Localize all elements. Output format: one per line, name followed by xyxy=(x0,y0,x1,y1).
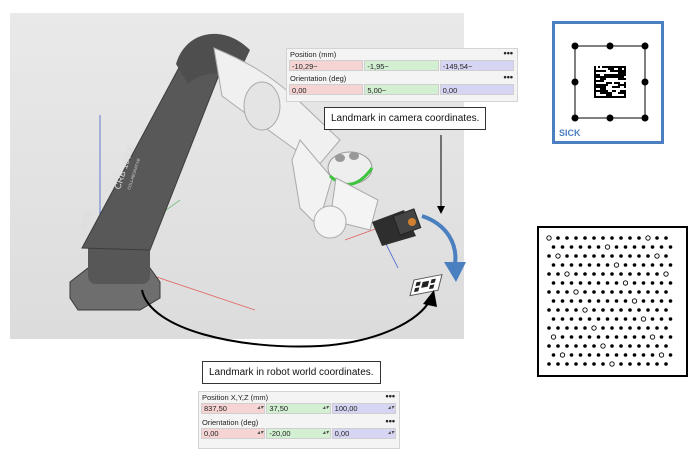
camera-position-menu-button[interactable]: ••• xyxy=(503,48,513,58)
robot-position-label: Position X,Y,Z (mm) xyxy=(202,393,269,402)
robot-position-x-stepper[interactable]: 837,50▴▾ xyxy=(201,403,266,414)
datamatrix-target-graphic: SICK xyxy=(559,42,649,138)
stepper-arrows-icon: ▴▾ xyxy=(387,405,394,411)
datamatrix-code xyxy=(594,66,626,98)
robot-orientation-x-stepper[interactable]: 0,00▴▾ xyxy=(201,428,266,439)
camera-orientation-y[interactable]: 5,00~ xyxy=(364,84,439,95)
robot-forearm xyxy=(291,139,333,227)
camera-orientation-x[interactable]: 0,00 xyxy=(289,84,364,95)
stepper-arrows-icon: ▴▾ xyxy=(387,430,394,436)
camera-orientation-label: Orientation (deg) xyxy=(290,74,347,83)
rotation-arrow xyxy=(421,214,458,271)
camera-orientation-z[interactable]: 0,00 xyxy=(439,84,514,95)
dot-grid-graphic xyxy=(546,235,673,367)
landmark-marker xyxy=(409,274,443,297)
camera-coordinates-callout: Landmark in camera coordinates. xyxy=(324,107,487,130)
stepper-arrows-icon: ▴▾ xyxy=(322,405,329,411)
robot-wrist xyxy=(313,151,379,239)
robot-position-y-stepper[interactable]: 37,50▴▾ xyxy=(266,403,331,414)
stepper-arrows-icon: ▴▾ xyxy=(257,430,264,436)
robot-orientation-z-stepper[interactable]: 0,00▴▾ xyxy=(331,428,396,439)
world-coordinates-arrow xyxy=(141,289,431,348)
sick-logo: SICK xyxy=(559,128,581,138)
robot-coordinates-panel: Position X,Y,Z (mm) ••• 837,50▴▾ 37,50▴▾… xyxy=(198,391,400,449)
sick-datamatrix-target: SICK xyxy=(552,21,664,144)
stepper-arrows-icon: ▴▾ xyxy=(257,405,264,411)
robot-orientation-y-stepper[interactable]: -20,00▴▾ xyxy=(266,428,331,439)
camera-coordinates-panel: Position (mm) ••• -10,29~ -1,95~ -149,54… xyxy=(286,48,518,102)
end-effector-camera xyxy=(372,208,422,246)
robot-orientation-menu-button[interactable]: ••• xyxy=(385,416,395,426)
camera-position-label: Position (mm) xyxy=(290,50,337,59)
camera-orientation-menu-button[interactable]: ••• xyxy=(503,72,513,82)
world-coordinates-callout: Landmark in robot world coordinates. xyxy=(202,361,381,384)
camera-position-y[interactable]: -1,95~ xyxy=(364,60,439,71)
robot-orientation-label: Orientation (deg) xyxy=(202,418,259,427)
dot-grid-calibration-target xyxy=(537,226,688,377)
status-light-ring xyxy=(328,167,374,186)
robot-position-menu-button[interactable]: ••• xyxy=(385,391,395,401)
stepper-arrows-icon: ▴▾ xyxy=(322,430,329,436)
camera-position-x[interactable]: -10,29~ xyxy=(289,60,364,71)
abb-logo-text: ABB xyxy=(78,209,94,231)
camera-position-z[interactable]: -149,54~ xyxy=(439,60,514,71)
robot-position-z-stepper[interactable]: 100,00▴▾ xyxy=(331,403,396,414)
